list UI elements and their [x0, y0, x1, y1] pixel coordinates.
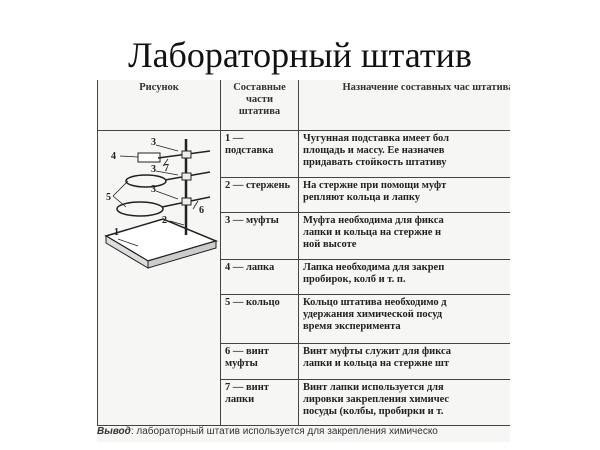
label-clamp-holder-3: 3 [151, 184, 156, 195]
stand-parts-table: Рисунок Составные части штатива Назначен… [97, 80, 510, 426]
slide-title: Лабораторный штатив [128, 35, 472, 75]
label-holder-screw: 6 [199, 205, 204, 216]
table-row: 1 2 3 3 3 4 5 6 7 1 — подставка Чугунная… [97, 130, 510, 426]
stand-figure: 1 2 3 3 3 4 5 6 7 [97, 130, 221, 426]
label-clamp: 4 [111, 151, 116, 162]
part-name: 1 — подставка [220, 130, 299, 178]
part-name: 7 — винт лапки [220, 379, 299, 426]
label-ring: 5 [106, 192, 111, 203]
label-clamp-holder-1: 3 [151, 137, 156, 148]
conclusion-text: Вывод: лабораторный штатив используется … [97, 426, 438, 437]
label-clamp-holder-2: 3 [151, 164, 156, 175]
part-name: 4 — лапка [220, 259, 299, 295]
part-name: 6 — винт муфты [220, 343, 299, 380]
table-row: 7 — винт лапки Винт лапки используется д… [98, 379, 510, 426]
scanned-table-image: Рисунок Составные части штатива Назначен… [97, 80, 510, 442]
part-name: 5 — кольцо [220, 294, 299, 344]
label-clamp-screw: 7 [164, 163, 169, 174]
part-name: 3 — муфты [220, 212, 299, 260]
part-name: 2 — стержень [220, 177, 299, 213]
header-row: Рисунок Составные части штатива Назначен… [97, 80, 510, 131]
header-purpose: Назначение составных час штатива [298, 80, 510, 131]
lab-stand-drawing: 1 2 3 3 3 4 5 6 7 [104, 137, 219, 269]
table-row: 6 — винт муфты Винт муфты служит для фик… [98, 343, 510, 380]
label-rod: 2 [162, 215, 167, 226]
header-figure: Рисунок [97, 80, 221, 131]
label-base: 1 [114, 227, 119, 238]
header-parts: Составные части штатива [220, 80, 299, 131]
